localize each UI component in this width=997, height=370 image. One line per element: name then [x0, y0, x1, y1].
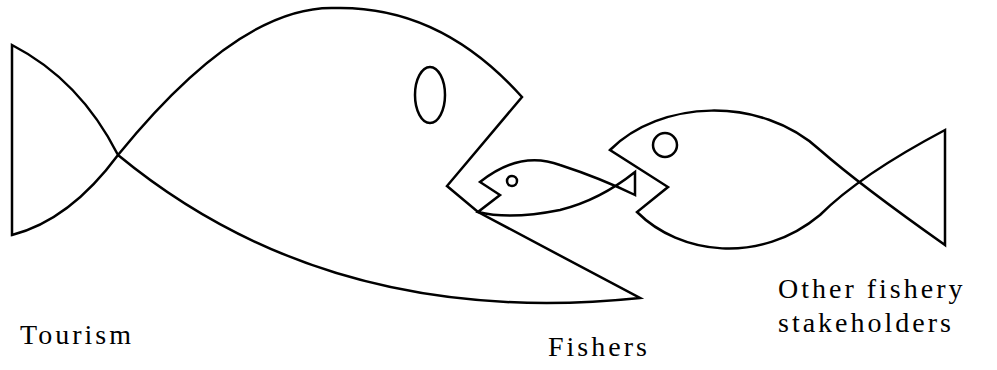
tourism-fish: [0, 0, 660, 370]
fish-label: Tourism: [20, 318, 320, 352]
fish-outline: [478, 160, 635, 215]
fish-node: Fishers: [470, 160, 660, 370]
label-holder: Tourism: [20, 318, 320, 352]
label-holder: Other fishery stakeholders: [778, 272, 978, 339]
fish-label: Fishers: [548, 330, 748, 364]
fish-outline: [610, 111, 945, 249]
fish-outline: [12, 8, 640, 303]
label-holder: Fishers: [548, 330, 748, 364]
fish-eye: [507, 176, 517, 186]
fish-eye: [653, 133, 677, 157]
fish-eye: [415, 67, 445, 123]
fish-node: Other fishery stakeholders: [600, 90, 997, 370]
fish-label: Other fishery stakeholders: [778, 272, 978, 339]
fish-node: Tourism: [0, 0, 660, 370]
